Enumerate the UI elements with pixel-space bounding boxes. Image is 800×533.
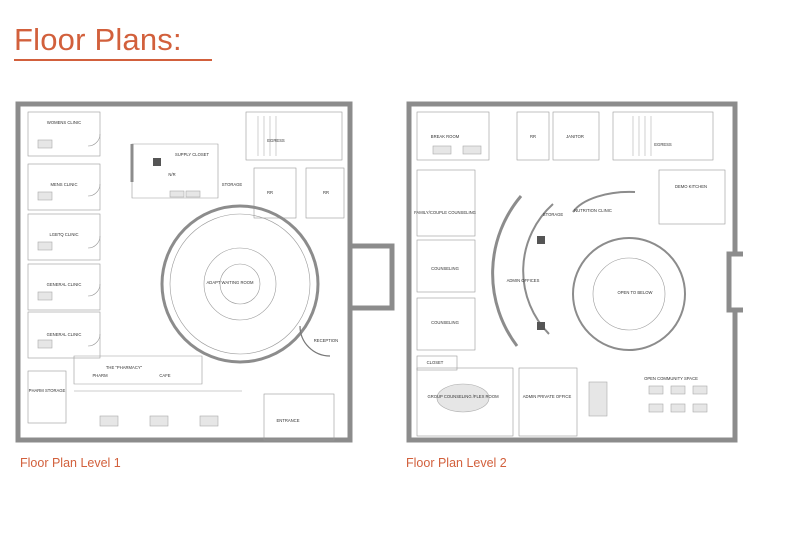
room-label-rr-a: RR (267, 190, 273, 195)
room-label-reception: RECEPTION (314, 338, 338, 343)
room-label-open-community: OPEN COMMUNITY SPACE (644, 376, 698, 381)
room-label-admin-offices: ADMIN OFFICES (507, 278, 540, 283)
room-label-group-counseling: GROUP COUNSELING /FLEX ROOM (427, 394, 499, 399)
room-label-nutrition-clinic: NUTRITION CLINIC (574, 208, 612, 213)
room-label-waiting-room: ADAPT WAITING ROOM (207, 280, 255, 285)
room-label-supply-closet: SUPPLY CLOSET (175, 152, 209, 157)
caption-level-2: Floor Plan Level 2 (406, 456, 507, 470)
room-label-break-room: BREAK ROOM (431, 134, 460, 139)
room-label-janitor: JANITOR (566, 134, 584, 139)
room-label-rr-b: RR (323, 190, 329, 195)
room-label-cafe: CAFE (159, 373, 170, 378)
floor-plan-level-2: BREAK ROOM RR JANITOR EGRESS FAMILY/COUP… (406, 101, 743, 443)
room-label-womens-clinic: WOMENS CLINIC (47, 120, 81, 125)
room-label-mens-clinic: MENS CLINIC (51, 182, 78, 187)
room-label-closet: CLOSET (427, 360, 444, 365)
room-label-egress: EGRESS (267, 138, 285, 143)
title-underline (14, 59, 212, 61)
room-label-counseling-a: COUNSELING (431, 266, 459, 271)
room-label-open-to-below: OPEN TO BELOW (618, 290, 653, 295)
room-label-family-couple: FAMILY/COUPLE COUNSELING (414, 210, 476, 215)
room-label-general-clinic-b: GENERAL CLINIC (47, 332, 82, 337)
room-label-counseling-b: COUNSELING (431, 320, 459, 325)
room-label-lgbtq-clinic: LGBTQ CLINIC (49, 232, 78, 237)
room-label-admin-private: ADMIN PRIVATE OFFICE (523, 394, 572, 399)
room-label-pharm: PHARM (92, 373, 108, 378)
floor-plan-level-1: WOMENS CLINIC MENS CLINIC LGBTQ CLINIC G… (15, 101, 395, 443)
caption-level-1: Floor Plan Level 1 (20, 456, 121, 470)
room-label-general-clinic-a: GENERAL CLINIC (47, 282, 82, 287)
room-label-nr: N/R (168, 172, 175, 177)
room-label-demo-kitchen: DEMO KITCHEN (675, 184, 707, 189)
page-title: Floor Plans: (14, 22, 182, 57)
room-label-egress-2: EGRESS (654, 142, 672, 147)
room-label-storage: STORAGE (222, 182, 243, 187)
room-label-rr: RR (530, 134, 536, 139)
room-label-entrance: ENTRANCE (276, 418, 299, 423)
room-label-pharm-storage: PHARM STORAGE (29, 388, 66, 393)
room-label-storage-2: STORAGE (543, 212, 564, 217)
room-label-the-pharmacy: THE "PHARMACY" (106, 365, 143, 370)
